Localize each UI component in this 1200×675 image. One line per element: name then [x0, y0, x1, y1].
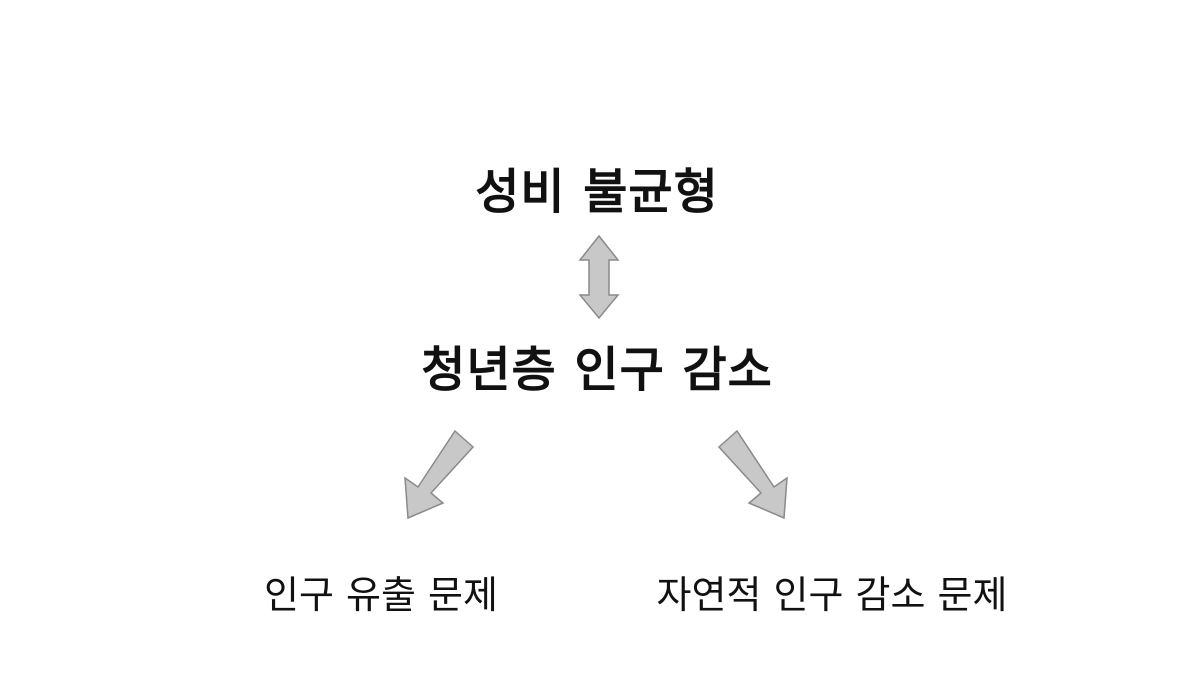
right-outcome-label: 자연적 인구 감소 문제 [656, 573, 1008, 617]
left-outcome-label: 인구 유출 문제 [264, 573, 498, 617]
middle-node-label: 청년층 인구 감소 [421, 342, 773, 398]
top-node-label: 성비 불균형 [475, 164, 719, 220]
